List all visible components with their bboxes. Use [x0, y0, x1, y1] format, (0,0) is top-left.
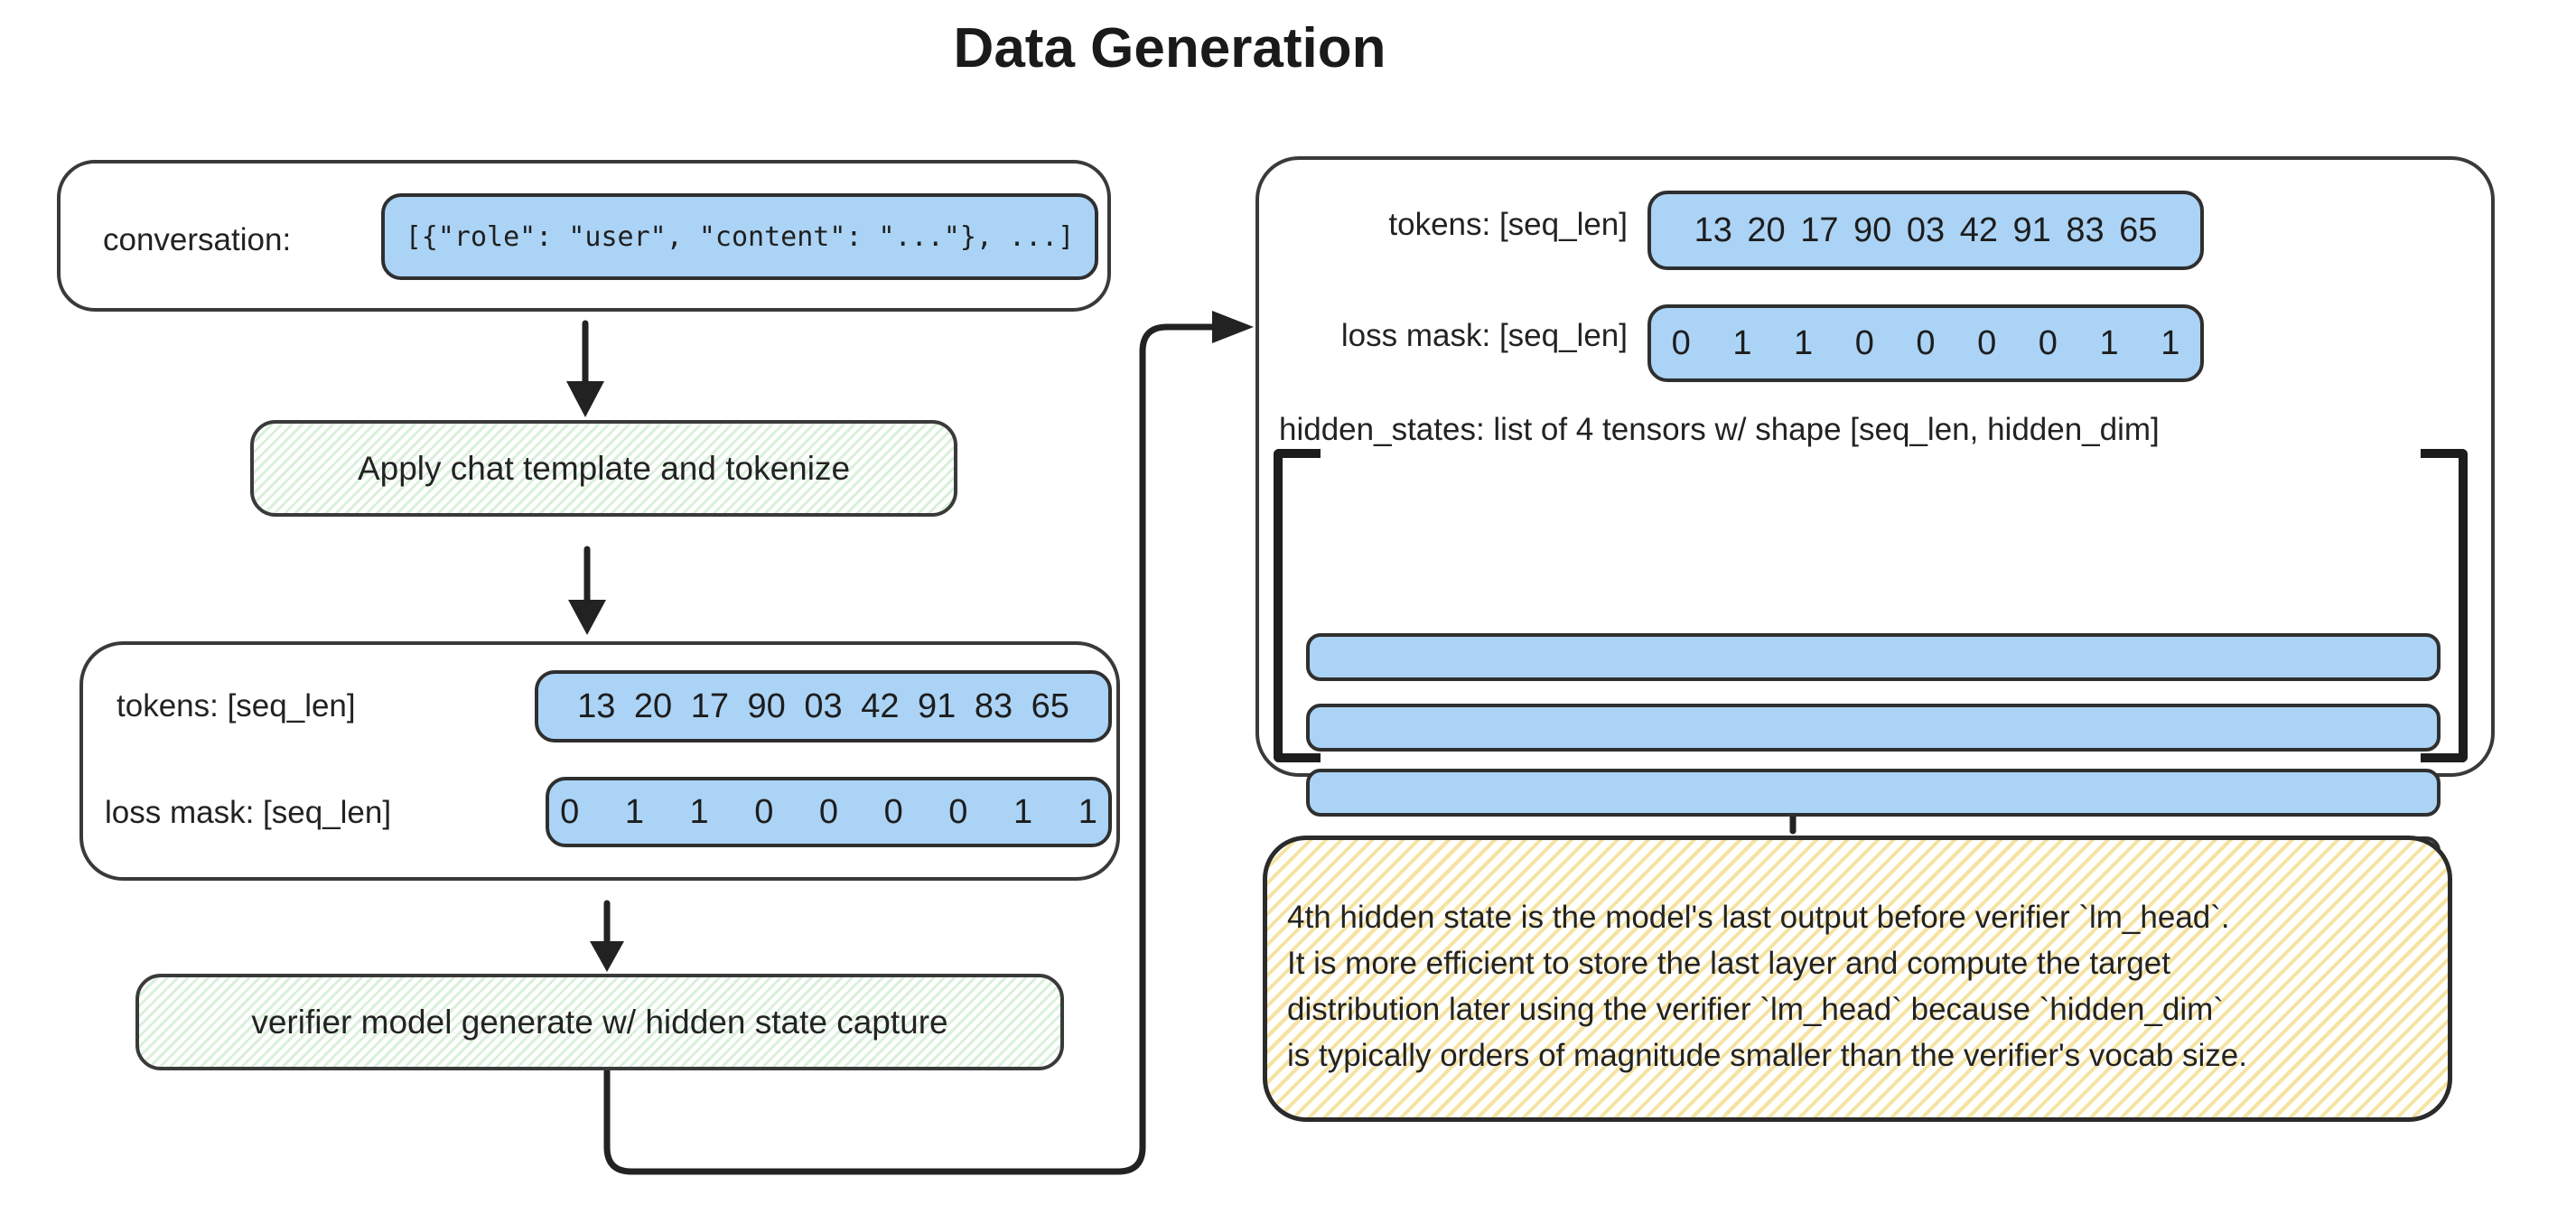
hidden-states-label: hidden_states: list of 4 tensors w/ shap… [1279, 412, 2160, 447]
loss-mask-values-pill: 0 1 1 0 0 0 0 1 1 [546, 777, 1112, 847]
verifier-output-panel: tokens: [seq_len] 13 20 17 90 03 42 91 8… [1255, 156, 2495, 884]
note-text: 4th hidden state is the model's last out… [1287, 894, 2434, 1079]
loss-mask-label: loss mask: [seq_len] [105, 795, 392, 830]
arrow-down-icon [566, 320, 604, 417]
loss-mask-label-right: loss mask: [seq_len] [1340, 318, 1628, 353]
note-line: 4th hidden state is the model's last out… [1287, 900, 2230, 935]
step-verifier-generate: verifier model generate w/ hidden state … [135, 974, 1064, 1070]
note-line: It is more efficient to store the last l… [1287, 946, 2170, 981]
page-title: Data Generation [953, 17, 1386, 79]
step-apply-chat-template-label: Apply chat template and tokenize [357, 449, 851, 487]
note-line: distribution later using the verifier `l… [1287, 992, 2224, 1027]
note-line: is typically orders of magnitude smaller… [1287, 1038, 2247, 1073]
arrow-down-icon [568, 546, 606, 635]
right-bracket-icon [2421, 449, 2468, 762]
tensor-bar [1306, 769, 2441, 817]
arrow-down-icon [590, 900, 624, 972]
tokens-label: tokens: [seq_len] [117, 688, 356, 724]
note-box: 4th hidden state is the model's last out… [1263, 836, 2452, 1122]
loss-mask-values-pill-right: 0 1 1 0 0 0 0 1 1 [1647, 304, 2204, 382]
tensor-bar [1306, 633, 2441, 681]
left-bracket-icon [1274, 449, 1321, 762]
tokens-loss-mask-box: tokens: [seq_len] 13 20 17 90 03 42 91 8… [79, 641, 1120, 881]
conversation-box: conversation: [{"role": "user", "content… [57, 160, 1111, 312]
tensor-bar [1306, 704, 2441, 752]
tokens-label-right: tokens: [seq_len] [1388, 207, 1628, 242]
conversation-label: conversation: [103, 222, 292, 257]
tokens-values-pill: 13 20 17 90 03 42 91 83 65 [535, 670, 1112, 742]
conversation-value-pill: [{"role": "user", "content": "..."}, ...… [381, 193, 1098, 280]
step-verifier-generate-label: verifier model generate w/ hidden state … [251, 1003, 948, 1041]
step-apply-chat-template: Apply chat template and tokenize [250, 420, 957, 517]
tokens-values-pill-right: 13 20 17 90 03 42 91 83 65 [1647, 191, 2204, 270]
